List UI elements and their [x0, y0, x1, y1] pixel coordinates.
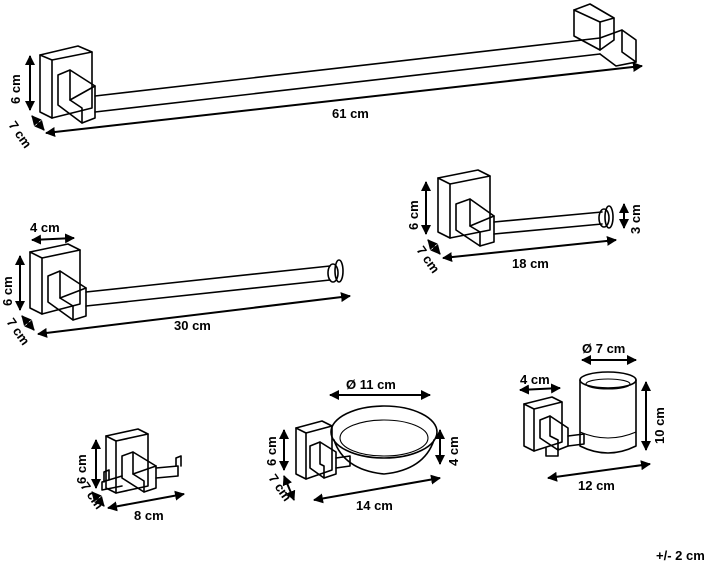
double-hook: 6 cm 7 cm 8 cm — [74, 428, 185, 523]
towel-rail-small-height: 6 cm — [0, 276, 15, 306]
soap-dish-dish-height: 4 cm — [446, 436, 461, 466]
towel-rail-large-depth: 7 cm — [6, 118, 35, 151]
tumbler-holder-width: 4 cm — [520, 372, 550, 387]
tumbler-holder-height: 10 cm — [652, 407, 667, 444]
towel-rail-small: 4 cm 6 cm 7 cm 30 cm — [0, 220, 351, 348]
soap-dish: Ø 11 cm 6 cm 7 cm 14 cm 4 cm — [264, 377, 461, 513]
tolerance-note: +/- 2 cm — [656, 548, 705, 563]
soap-dish-height: 6 cm — [264, 436, 279, 466]
towel-rail-large: 6 cm 7 cm 61 cm — [6, 3, 643, 151]
toilet-roll-holder-depth: 7 cm — [414, 243, 443, 276]
towel-rail-small-width: 4 cm — [30, 220, 60, 235]
toilet-roll-holder-length: 18 cm — [512, 256, 549, 271]
towel-rail-large-height: 6 cm — [8, 74, 23, 104]
double-hook-length: 8 cm — [134, 508, 164, 523]
toilet-roll-holder: 6 cm 7 cm 18 cm 3 cm — [406, 169, 643, 276]
soap-dish-length: 14 cm — [356, 498, 393, 513]
soap-dish-depth: 7 cm — [266, 471, 295, 504]
soap-dish-diameter: Ø 11 cm — [346, 377, 396, 392]
double-hook-height: 6 cm — [74, 454, 89, 484]
towel-rail-small-depth: 7 cm — [4, 315, 33, 348]
towel-rail-large-length: 61 cm — [332, 106, 369, 121]
tumbler-holder: Ø 7 cm 4 cm 10 cm 12 cm — [519, 341, 667, 493]
toilet-roll-holder-diameter: 3 cm — [628, 204, 643, 234]
toilet-roll-holder-height: 6 cm — [406, 200, 421, 230]
towel-rail-small-length: 30 cm — [174, 318, 211, 333]
tumbler-holder-diameter: Ø 7 cm — [582, 341, 625, 356]
tumbler-holder-length: 12 cm — [578, 478, 615, 493]
